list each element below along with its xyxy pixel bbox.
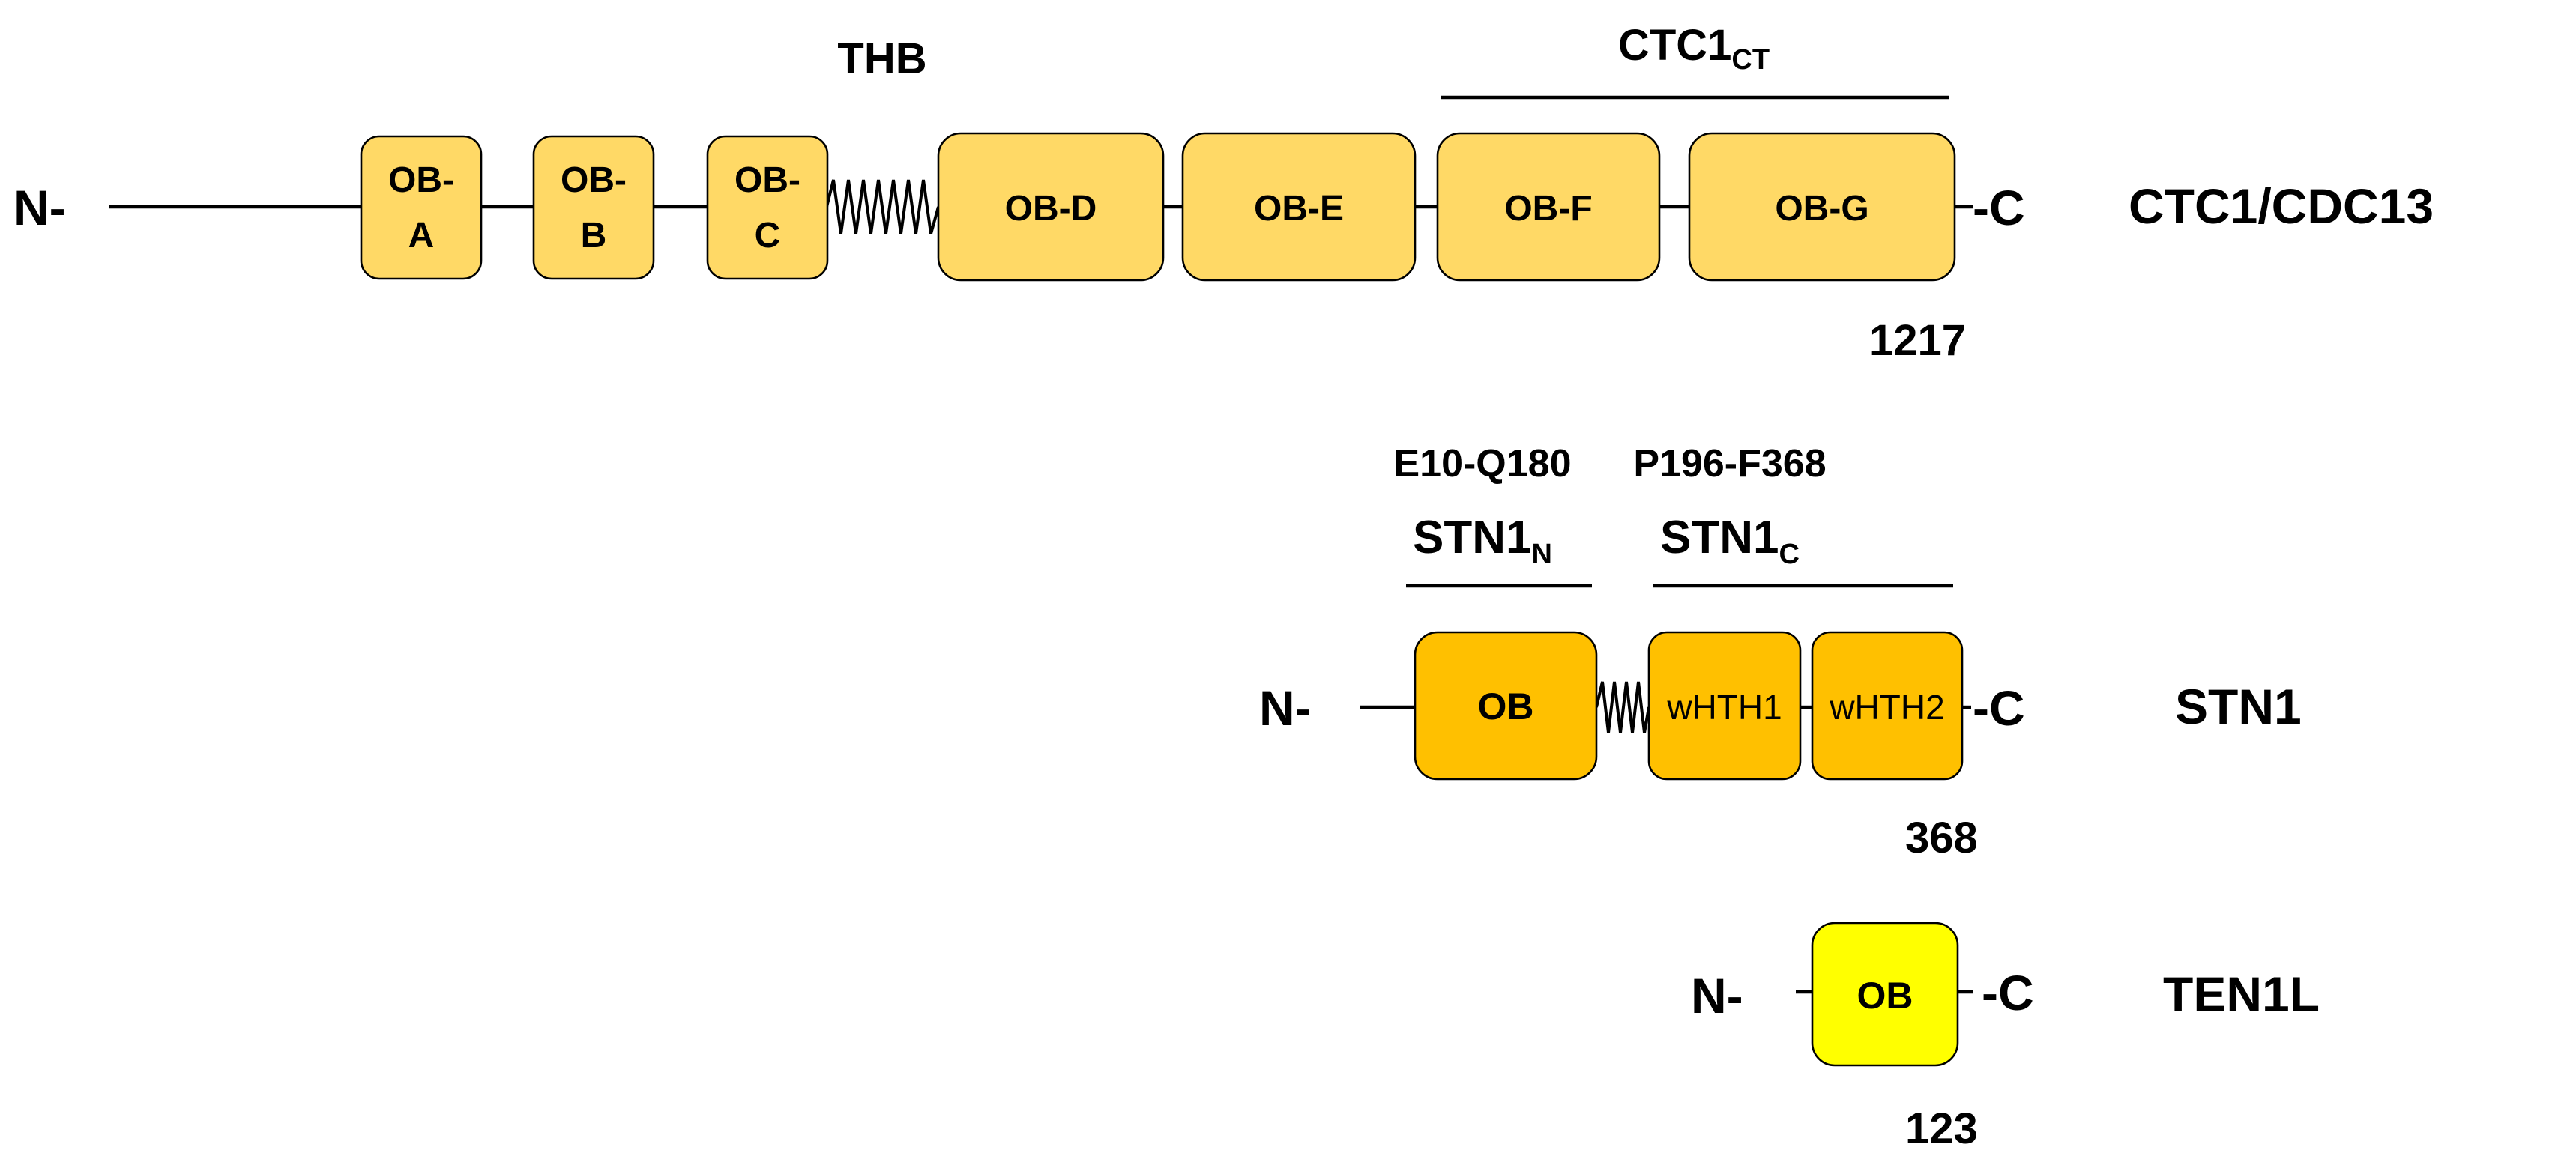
ctc1-ob-d-box (937, 132, 1165, 282)
ten1l-ob-box (1811, 922, 1959, 1067)
stn1-n-region-label: STN1N (1413, 512, 1552, 570)
stn1-domain-ob: OB (1414, 631, 1598, 781)
stn1-n-terminus: N- (1259, 680, 1312, 736)
ctc1-domain-ob-d: OB-D (937, 132, 1165, 282)
ten1l-protein-name: TEN1L (2163, 966, 2320, 1022)
stn1-length: 368 (1905, 814, 1978, 862)
ten1l-track: OB N- -C TEN1L 123 (1691, 922, 2320, 1153)
ctc1-protein-name: CTC1/CDC13 (2129, 178, 2434, 234)
stn1-n-label-base: STN1 (1413, 512, 1531, 563)
stn1-c-range-label: P196-F368 (1633, 442, 1826, 485)
ctc1-ob-a-box (360, 135, 483, 280)
ctc1-ct-label-sub: CT (1731, 44, 1770, 76)
ctc1-domain-ob-e: OB-E (1181, 132, 1417, 282)
ctc1-ob-e-box (1181, 132, 1417, 282)
ctc1-ob-a-label-1: OB- (388, 160, 454, 200)
ctc1-n-terminus: N- (13, 180, 66, 235)
ctc1-ob-c-label-1: OB- (735, 160, 800, 200)
stn1-whth2-box (1811, 631, 1964, 781)
ctc1-c-terminus: -C (1973, 180, 2025, 235)
ctc1-track: OB- A OB- B OB- C OB-D OB-E OB-F OB-G (13, 21, 2434, 365)
stn1-ob-box (1414, 631, 1598, 781)
stn1-linker-zigzag (1595, 681, 1650, 733)
ten1l-domain-ob: OB (1811, 922, 1959, 1067)
ctc1-ob-f-box (1436, 132, 1661, 282)
stn1-ob-label: OB (1478, 686, 1534, 727)
ctc1-domain-ob-c: OB- C (706, 135, 829, 280)
stn1-whth2-label: wHTH2 (1829, 688, 1944, 727)
ctc1-ob-c-label-2: C (755, 216, 781, 255)
stn1-c-label-sub: C (1779, 539, 1800, 570)
ctc1-ob-d-label: OB-D (1005, 189, 1097, 229)
ctc1-domain-ob-a: OB- A (360, 135, 483, 280)
ctc1-ob-b-label-1: OB- (561, 160, 627, 200)
stn1-track: E10-Q180 STN1N P196-F368 STN1C OB wHTH1 … (1259, 442, 2302, 862)
thb-linker-zigzag (825, 179, 940, 234)
stn1-domain-whth2: wHTH2 (1811, 631, 1964, 781)
ctc1-ob-g-label: OB-G (1775, 189, 1868, 229)
ten1l-c-terminus: -C (1982, 965, 2034, 1020)
ctc1-domain-ob-f: OB-F (1436, 132, 1661, 282)
stn1-n-range-label: E10-Q180 (1393, 442, 1571, 485)
ten1l-n-terminus: N- (1691, 968, 1743, 1023)
stn1-whth1-label: wHTH1 (1666, 688, 1782, 727)
stn1-domain-whth1: wHTH1 (1647, 631, 1802, 781)
ctc1-domain-ob-g: OB-G (1688, 132, 1956, 282)
ctc1-ob-f-label: OB-F (1504, 189, 1592, 229)
ctc1-ob-b-label-2: B (581, 216, 607, 255)
ctc1-domain-ob-b: OB- B (532, 135, 655, 280)
stn1-c-region-label: STN1C (1660, 512, 1800, 570)
stn1-c-label-base: STN1 (1660, 512, 1779, 563)
ctc1-ob-a-label-2: A (408, 216, 435, 255)
ten1l-ob-label: OB (1857, 975, 1913, 1017)
ctc1-ob-g-box (1688, 132, 1956, 282)
ctc1-ob-b-box (532, 135, 655, 280)
stn1-protein-name: STN1 (2175, 679, 2302, 734)
ten1l-length: 123 (1905, 1104, 1978, 1153)
thb-label: THB (837, 34, 926, 83)
ctc1-length: 1217 (1869, 316, 1966, 365)
ctc1-ob-e-label: OB-E (1254, 189, 1344, 229)
ctc1-ob-c-box (706, 135, 829, 280)
stn1-c-terminus: -C (1973, 680, 2025, 736)
ctc1-ct-label-base: CTC1 (1618, 21, 1731, 70)
stn1-n-label-sub: N (1532, 539, 1552, 570)
stn1-whth1-box (1647, 631, 1802, 781)
ctc1-ct-region-label: CTC1CT (1618, 21, 1770, 76)
